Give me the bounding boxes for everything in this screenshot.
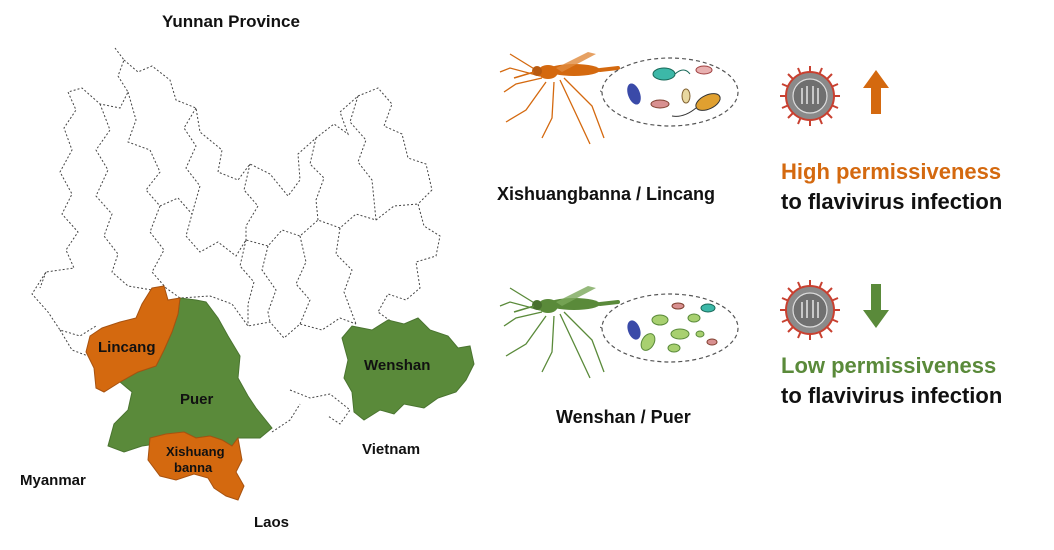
label-puer: Puer — [180, 391, 214, 408]
site-label-low: Wenshan / Puer — [556, 407, 691, 427]
label-myanmar: Myanmar — [20, 472, 86, 489]
low-permissiveness-line2: to flavivirus infection — [781, 383, 1003, 408]
arrow-down-icon — [863, 284, 889, 328]
prefecture-outline-southwest — [39, 271, 89, 357]
yunnan-map: Lincang Puer Xishuang banna Wenshan — [31, 47, 475, 501]
virus-high-icon — [780, 66, 840, 126]
high-permissiveness-line1: High permissiveness — [781, 159, 1002, 184]
region-lincang — [85, 285, 181, 393]
microbiome-high-icon — [600, 57, 739, 127]
label-xishuang: Xishuang — [166, 444, 225, 459]
label-lincang: Lincang — [98, 339, 156, 356]
high-permissiveness-line2: to flavivirus infection — [781, 189, 1003, 214]
low-permissiveness-line1: Low permissiveness — [781, 353, 997, 378]
prefecture-outline-east — [377, 189, 441, 323]
mosquito-high-icon — [499, 52, 620, 145]
prefecture-outline-north — [123, 59, 433, 197]
site-label-high: Xishuangbanna / Lincang — [497, 184, 716, 204]
prefecture-outline-border-se — [271, 389, 351, 433]
region-xishuangbanna — [147, 431, 245, 501]
prefecture-outline-centre — [127, 91, 419, 257]
map-title: Yunnan Province — [162, 12, 300, 31]
mosquito-low-icon — [499, 286, 620, 379]
label-vietnam: Vietnam — [362, 441, 421, 458]
label-laos: Laos — [254, 514, 290, 531]
label-wenshan: Wenshan — [364, 357, 430, 374]
virus-low-icon — [780, 280, 840, 340]
prefecture-outline-north-inner — [183, 95, 377, 240]
prefecture-outline-northwest — [31, 47, 129, 337]
prefecture-outline-mid — [95, 103, 153, 291]
arrow-up-icon — [863, 70, 889, 114]
microbiome-low-icon — [600, 293, 739, 363]
region-wenshan — [341, 317, 475, 421]
prefecture-outline-south — [239, 227, 357, 326]
label-banna: banna — [174, 460, 213, 475]
